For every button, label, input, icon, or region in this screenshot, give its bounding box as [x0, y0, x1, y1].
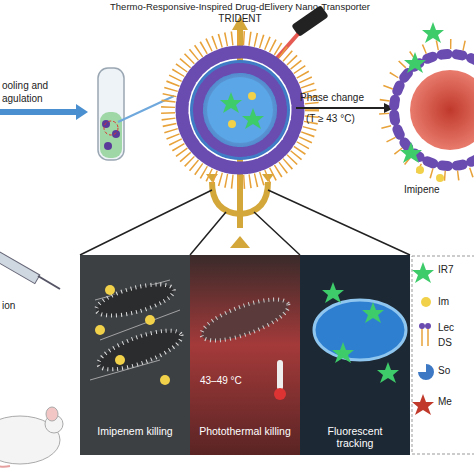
legend-text: Im — [438, 296, 449, 308]
mechanism-panel: Fluorescent tracking — [300, 255, 410, 455]
mechanism-panel: 43–49 °C Photothermal killing — [190, 255, 300, 455]
step-label: agulation — [2, 93, 43, 105]
legend-text: Me — [438, 396, 452, 408]
figure-title: Thermo-Responsive-Inspired Drug-dElivery… — [110, 2, 370, 13]
step-label: ion — [2, 300, 15, 312]
legend-text: Lec — [438, 322, 454, 334]
legend-text: DS — [438, 337, 452, 349]
trident-name: TRIDENT — [218, 13, 261, 25]
panel-note: 43–49 °C — [200, 375, 242, 387]
panel-label: Photothermal killing — [198, 425, 292, 437]
mechanism-panel: Imipenem killing — [80, 255, 190, 455]
legend-text: So — [438, 365, 450, 377]
step-label: Phase change — [300, 92, 364, 104]
panel-label: Imipenem killing — [88, 425, 182, 437]
step-label: ooling and — [2, 80, 48, 92]
legend-text: IR7 — [438, 264, 454, 276]
condition-label: (T ≥ 43 °C) — [306, 113, 355, 125]
release-label: Imipene — [404, 184, 440, 196]
panel-label: Fluorescent tracking — [308, 425, 402, 449]
